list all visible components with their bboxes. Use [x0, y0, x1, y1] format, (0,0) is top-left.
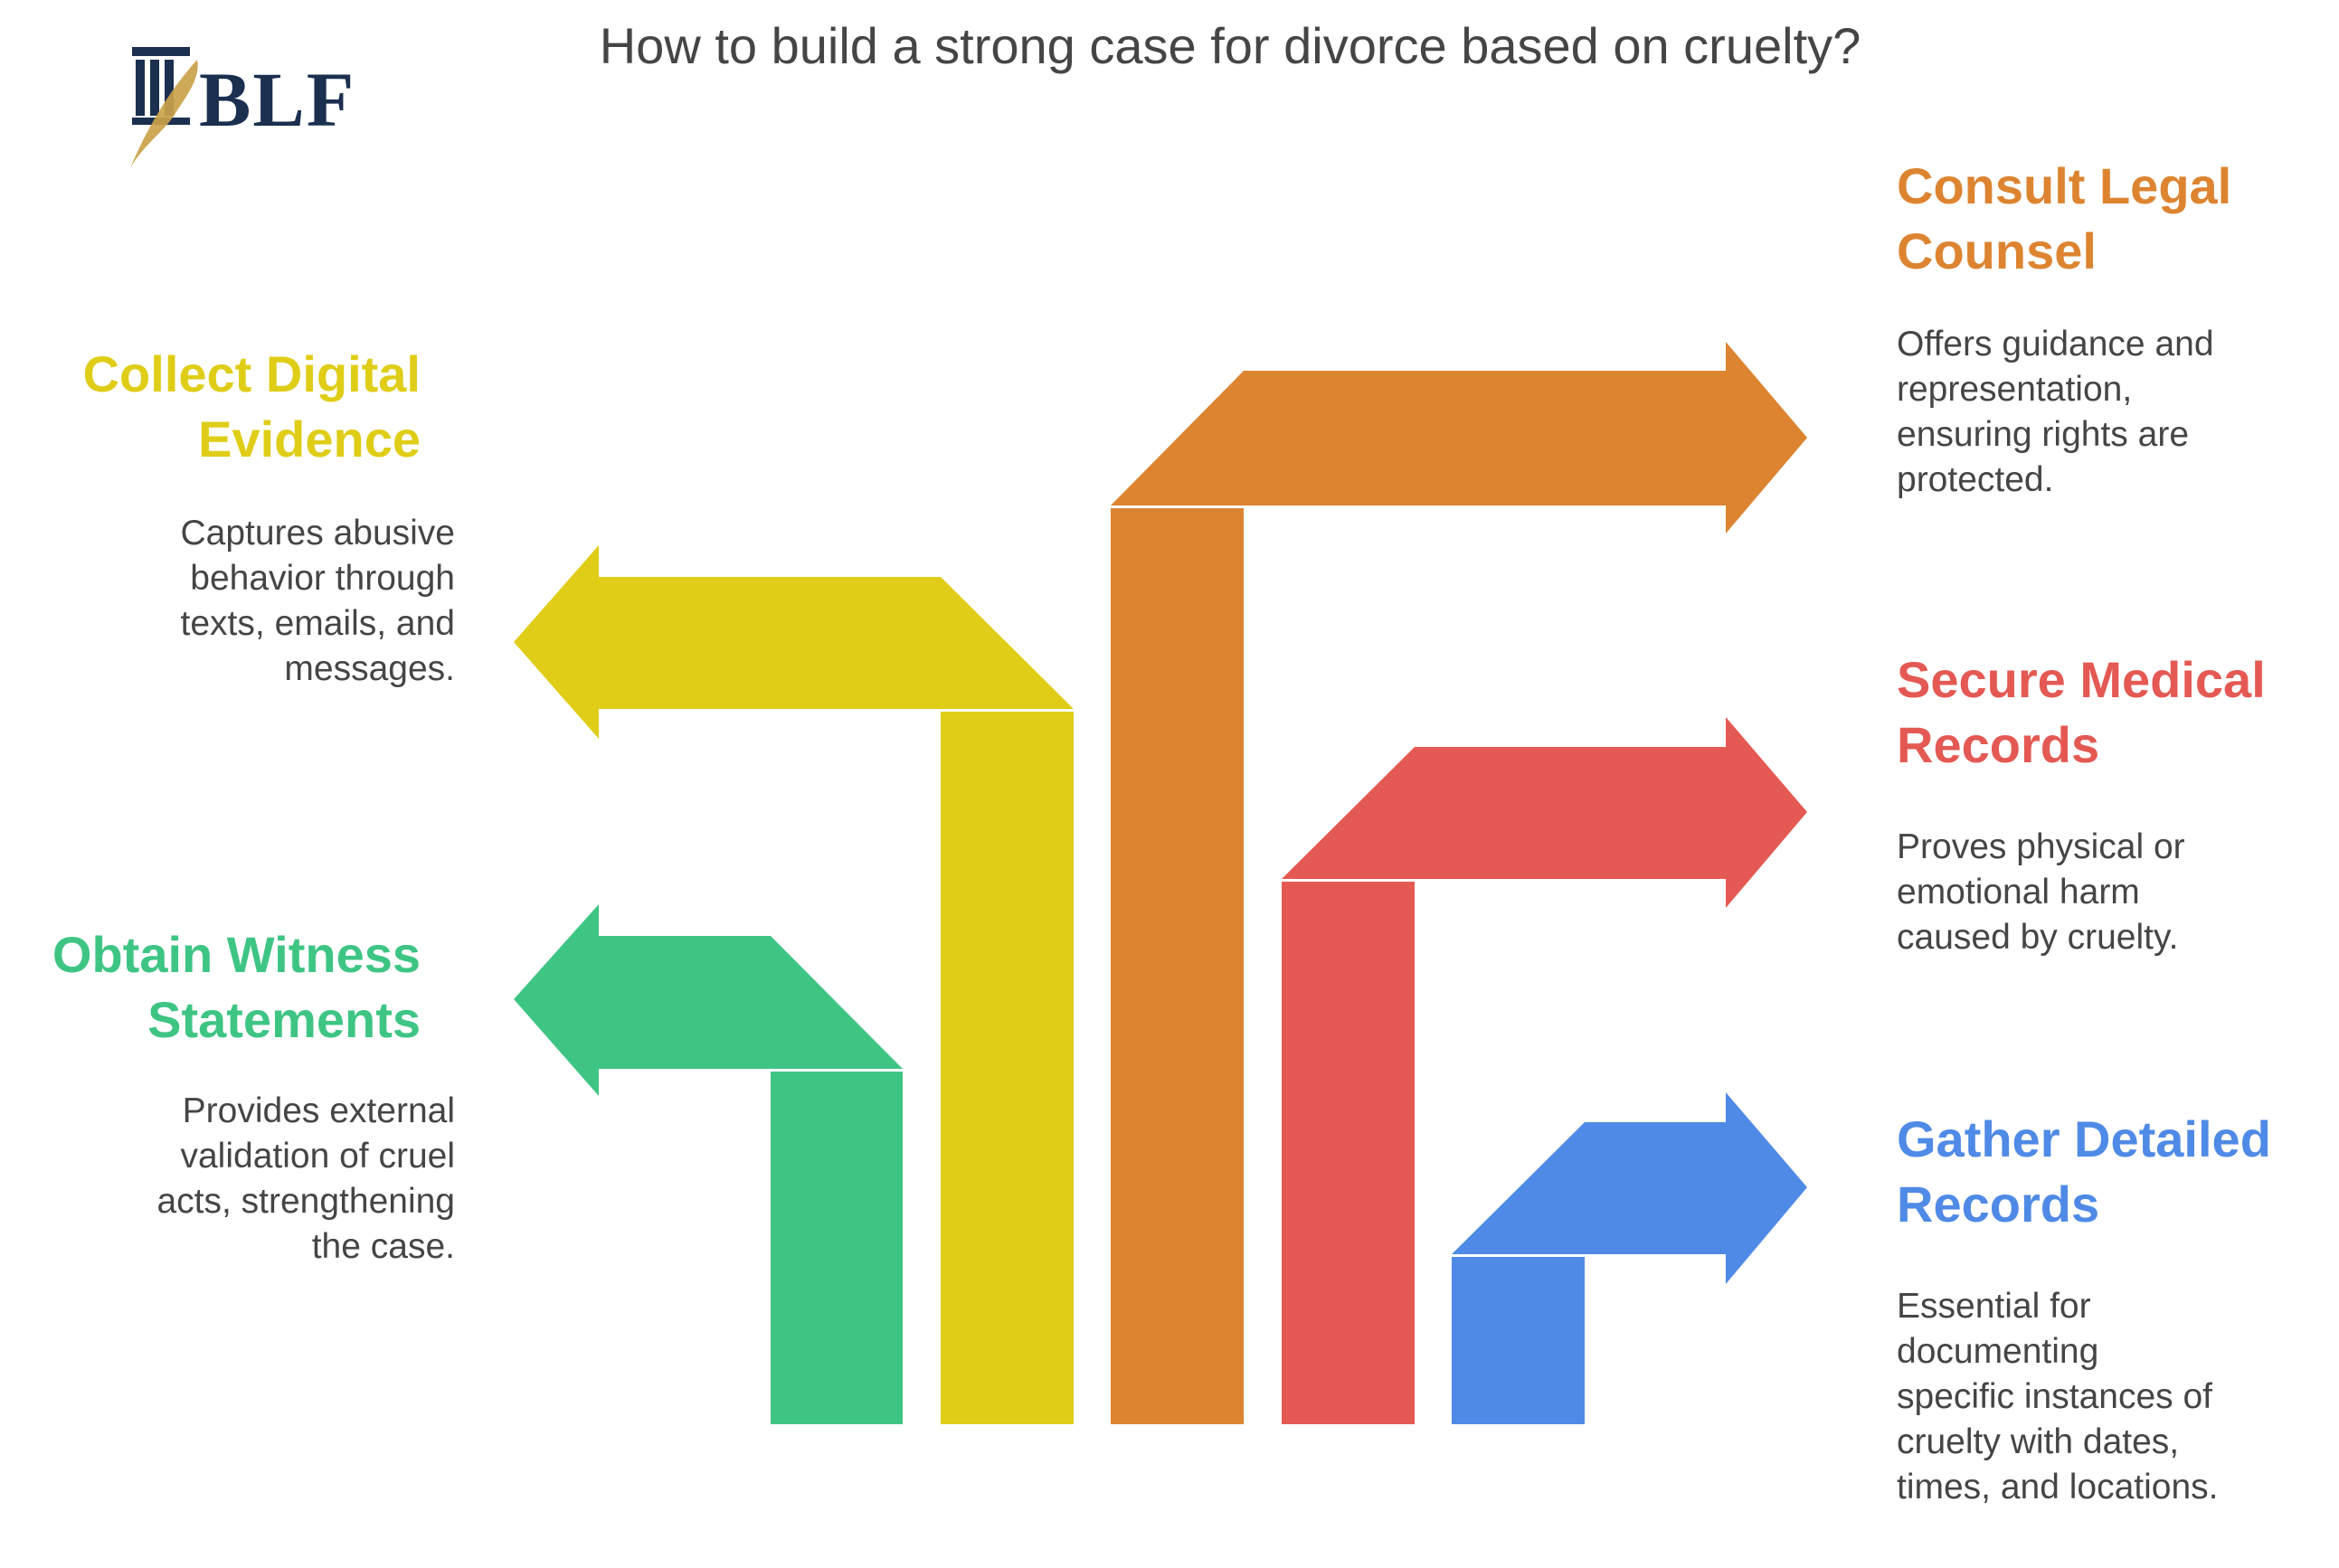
step-medical-desc-line: Proves physical or: [1897, 827, 2185, 866]
step-records-title-line: Records: [1897, 1176, 2100, 1233]
step-legal-desc-line: protected.: [1897, 460, 2054, 499]
step-records-desc-line: documenting: [1897, 1332, 2099, 1371]
step-records-desc-line: Essential for: [1897, 1287, 2091, 1326]
arrow-medical: [1282, 717, 1807, 1424]
step-witness-desc-line: the case.: [311, 1227, 455, 1266]
logo: BLF: [125, 43, 378, 179]
step-digital-title-line: Collect Digital: [82, 345, 421, 402]
step-medical-title-line: Records: [1897, 716, 2100, 773]
step-legal-desc-line: representation,: [1897, 370, 2133, 409]
step-witness-desc-line: acts, strengthening: [156, 1182, 455, 1221]
step-records-desc-line: times, and locations.: [1897, 1468, 2219, 1507]
step-legal-desc-line: ensuring rights are: [1897, 415, 2190, 454]
logo-text: BLF: [199, 56, 356, 143]
step-witness-description: Provides external validation of cruel ac…: [54, 1089, 455, 1270]
step-medical-description: Proves physical or emotional harm caused…: [1897, 825, 2313, 960]
arrow-legal: [1111, 342, 1807, 1424]
step-digital-desc-line: messages.: [284, 649, 455, 688]
step-records-title: Gather Detailed Records: [1897, 1107, 2322, 1237]
step-legal-title: Consult Legal Counsel: [1897, 154, 2313, 284]
step-records-desc-line: specific instances of: [1897, 1377, 2213, 1416]
step-digital-desc-line: behavior through: [190, 559, 455, 598]
step-medical-title-line: Secure Medical: [1897, 651, 2266, 708]
step-witness-title-line: Statements: [147, 991, 421, 1048]
step-legal-title-line: Consult Legal: [1897, 157, 2232, 214]
step-medical-title: Secure Medical Records: [1897, 647, 2322, 778]
step-medical-desc-line: caused by cruelty.: [1897, 918, 2179, 957]
step-witness-desc-line: validation of cruel: [180, 1137, 455, 1176]
step-digital-desc-line: Captures abusive: [180, 514, 455, 553]
step-medical-desc-line: emotional harm: [1897, 873, 2140, 912]
step-legal-title-line: Counsel: [1897, 222, 2097, 279]
pillar-quill-icon: [130, 47, 198, 168]
step-records-description: Essential for documenting specific insta…: [1897, 1284, 2313, 1510]
step-witness-desc-line: Provides external: [182, 1091, 455, 1130]
step-digital-title-line: Evidence: [198, 411, 421, 468]
step-digital-title: Collect Digital Evidence: [54, 342, 421, 472]
step-records-desc-line: cruelty with dates,: [1897, 1422, 2180, 1461]
step-records-title-line: Gather Detailed: [1897, 1110, 2271, 1167]
step-legal-description: Offers guidance and representation, ensu…: [1897, 322, 2313, 503]
step-digital-description: Captures abusive behavior through texts,…: [54, 511, 455, 692]
step-legal-desc-line: Offers guidance and: [1897, 325, 2214, 364]
arrow-witness: [514, 904, 903, 1424]
step-witness-title: Obtain Witness Statements: [36, 922, 421, 1053]
arrow-records: [1452, 1092, 1807, 1424]
page-title: How to build a strong case for divorce b…: [599, 17, 1861, 74]
step-witness-title-line: Obtain Witness: [52, 926, 421, 983]
step-digital-desc-line: texts, emails, and: [180, 604, 455, 643]
arrow-digital: [514, 545, 1074, 1424]
